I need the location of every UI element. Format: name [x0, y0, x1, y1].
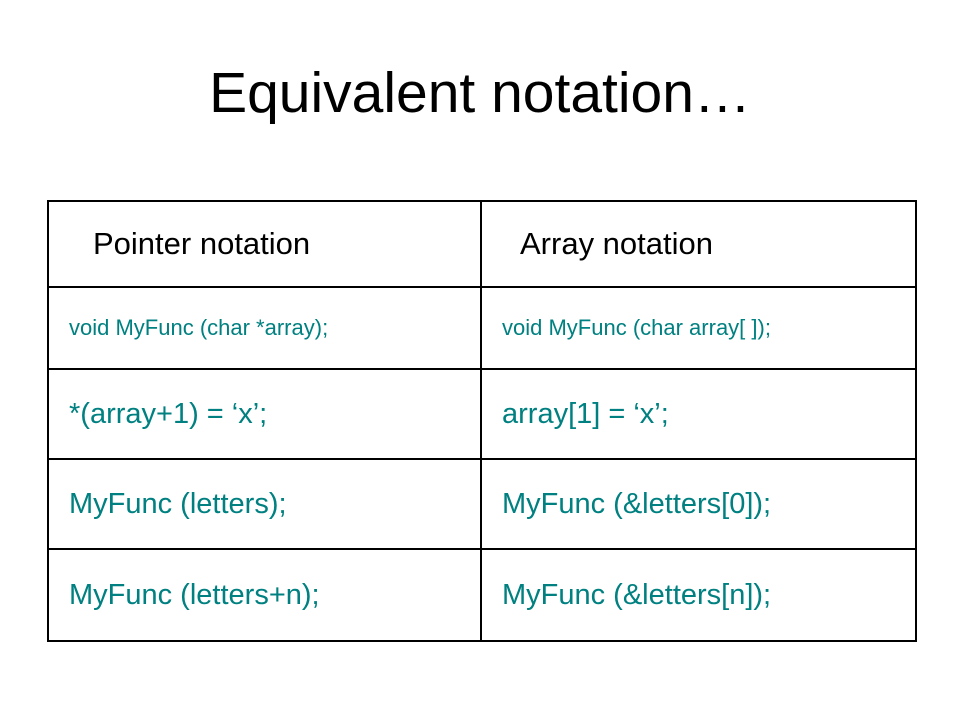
cell-text-array: MyFunc (&letters[n]); — [502, 578, 772, 611]
cell-text-pointer: MyFunc (letters); — [69, 487, 287, 520]
table-cell-array: void MyFunc (char array[ ]); — [480, 286, 917, 370]
table-cell-array: MyFunc (&letters[0]); — [480, 458, 917, 550]
cell-text-pointer: void MyFunc (char *array); — [69, 315, 329, 340]
header-pointer-notation: Pointer notation — [93, 226, 311, 261]
header-cell-pointer: Pointer notation — [47, 200, 482, 288]
table-header-row: Pointer notation Array notation — [47, 200, 917, 288]
table-row: void MyFunc (char *array); void MyFunc (… — [47, 286, 917, 370]
table-cell-array: array[1] = ‘x’; — [480, 368, 917, 460]
slide-title: Equivalent notation… — [209, 61, 751, 125]
cell-text-pointer: MyFunc (letters+n); — [69, 578, 320, 611]
table-row: MyFunc (letters); MyFunc (&letters[0]); — [47, 458, 917, 550]
table-cell-array: MyFunc (&letters[n]); — [480, 548, 917, 642]
header-array-notation: Array notation — [520, 226, 713, 261]
table-cell-pointer: MyFunc (letters); — [47, 458, 482, 550]
table-row: *(array+1) = ‘x’; array[1] = ‘x’; — [47, 368, 917, 460]
header-cell-array: Array notation — [480, 200, 917, 288]
cell-text-array: void MyFunc (char array[ ]); — [502, 315, 771, 340]
table-cell-pointer: *(array+1) = ‘x’; — [47, 368, 482, 460]
table-cell-pointer: void MyFunc (char *array); — [47, 286, 482, 370]
cell-text-pointer: *(array+1) = ‘x’; — [69, 397, 268, 430]
cell-text-array: MyFunc (&letters[0]); — [502, 487, 772, 520]
cell-text-array: array[1] = ‘x’; — [502, 397, 669, 430]
notation-table: Pointer notation Array notation void MyF… — [47, 200, 917, 642]
table-cell-pointer: MyFunc (letters+n); — [47, 548, 482, 642]
table-row: MyFunc (letters+n); MyFunc (&letters[n])… — [47, 548, 917, 642]
